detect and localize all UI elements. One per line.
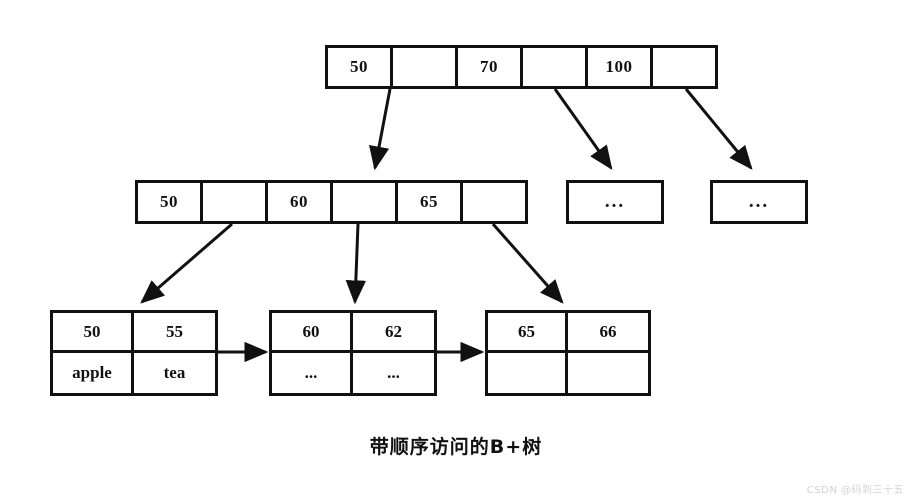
internal-cell-pointer-1 bbox=[333, 183, 398, 221]
root-cell-pointer-0 bbox=[393, 48, 458, 86]
leaf-node-1-value-row: apple tea bbox=[53, 353, 215, 393]
leaf-node-3-key-1: 66 bbox=[599, 321, 617, 341]
leaf-node-1-value-0: apple bbox=[53, 353, 134, 393]
edge-internal-to-leaf-2 bbox=[345, 223, 367, 305]
watermark: CSDN @码到三十五 bbox=[806, 485, 904, 496]
internal-cell-key-2: 65 bbox=[398, 183, 463, 221]
leaf-node-1-key-1: 55 bbox=[166, 321, 183, 341]
internal-cell-key-0: 50 bbox=[138, 183, 203, 221]
root-cell-pointer-1 bbox=[523, 48, 588, 86]
leaf-node-2-key-0: 60 bbox=[272, 313, 353, 350]
edge-root-to-ellipsis-1 bbox=[553, 88, 613, 170]
leaf-node-2-value-row: ... ... bbox=[272, 353, 434, 393]
leaf-node-3-key-0: 65 bbox=[488, 313, 568, 350]
internal-cell-pointer-2 bbox=[463, 183, 525, 221]
root-cell-pointer-2 bbox=[653, 48, 715, 86]
ellipsis-node-2: ... bbox=[710, 180, 808, 224]
root-cell-key-0: 50 bbox=[328, 48, 393, 86]
edge-root-to-internal bbox=[369, 88, 392, 171]
root-cell-key-2: 100 bbox=[588, 48, 653, 86]
diagram-caption: 带顺序访问的B+树 bbox=[369, 436, 543, 458]
root-cell-key-1: 70 bbox=[458, 48, 523, 86]
edge-internal-to-leaf-3 bbox=[491, 223, 564, 304]
leaf-node-3-value-row bbox=[488, 353, 648, 393]
leaf-node-1-value-1: tea bbox=[163, 363, 186, 382]
internal-cell-key-1: 60 bbox=[268, 183, 333, 221]
leaf-node-2-key-1: 62 bbox=[385, 321, 402, 341]
leaf-node-1-key-0: 50 bbox=[53, 313, 134, 350]
internal-cell-pointer-0 bbox=[203, 183, 268, 221]
edge-root-to-ellipsis-2 bbox=[684, 88, 753, 170]
leaf-node-1: 50 55 apple tea bbox=[50, 310, 218, 396]
ellipsis-node-1: ... bbox=[566, 180, 664, 224]
leaf-node-2-value-1: ... bbox=[387, 363, 400, 382]
leaf-node-3-key-row: 65 66 bbox=[488, 313, 648, 353]
leaf-node-2: 60 62 ... ... bbox=[269, 310, 437, 396]
leaf-node-3-value-1 bbox=[568, 353, 648, 393]
leaf-node-3: 65 66 bbox=[485, 310, 651, 396]
leaf-node-3-value-0 bbox=[488, 353, 568, 393]
edge-internal-to-leaf-1 bbox=[140, 222, 233, 304]
root-node: 50 70 100 bbox=[325, 45, 718, 89]
leaf-node-1-key-row: 50 55 bbox=[53, 313, 215, 353]
leaf-node-2-key-row: 60 62 bbox=[272, 313, 434, 353]
leaf-node-2-value-0: ... bbox=[272, 353, 353, 393]
internal-node: 50 60 65 bbox=[135, 180, 528, 224]
